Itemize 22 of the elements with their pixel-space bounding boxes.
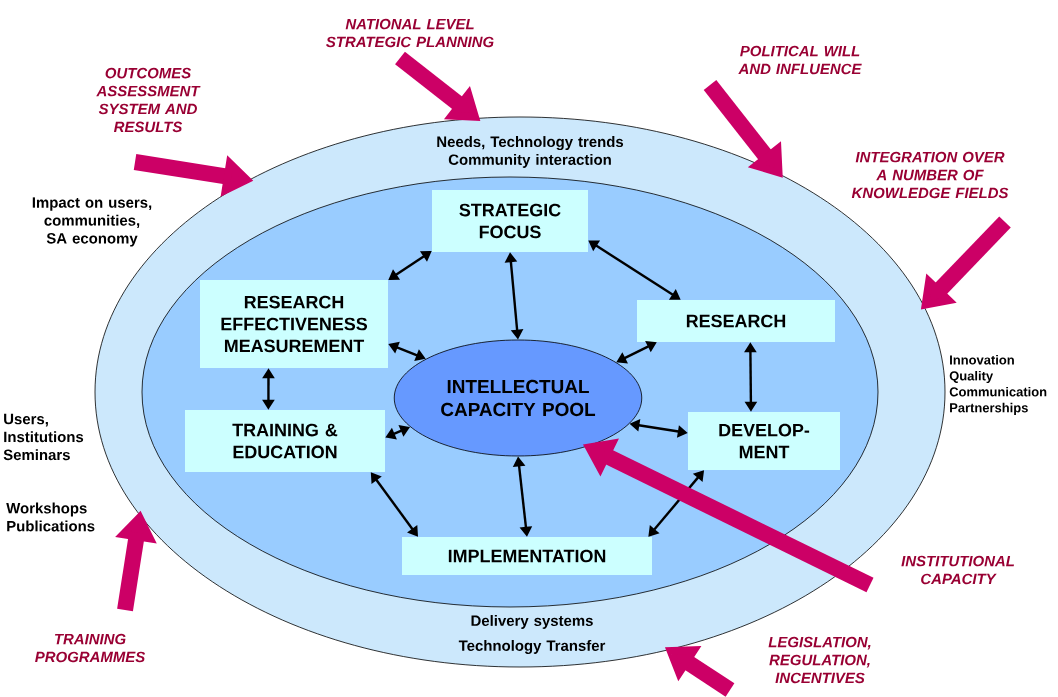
annotation-text: Delivery systems [471,615,593,629]
process-box: DEVELOP- MENT [688,412,840,470]
influence-label: LEGISLATION, REGULATION, INCENTIVES [768,636,871,684]
annotation-text: Technology Transfer [458,640,606,654]
influence-label: INSTITUTIONAL CAPACITY [901,555,1014,585]
influence-label: OUTCOMES ASSESSMENT SYSTEM AND RESULTS [96,67,201,133]
influence-label: INTEGRATION OVER A NUMBER OF KNOWLEDGE FIELDS [851,151,1009,199]
double-arrow [388,251,432,280]
annotation-text: Impact on users, communities, SA economy [32,197,152,247]
influence-label: POLITICAL WILL AND INFLUENCE [738,45,862,75]
annotation-text: Users, Institutions Seminars [3,413,84,461]
process-box: RESEARCH EFFECTIVENESS MEASUREMENT [200,280,388,368]
process-box: STRATEGIC FOCUS [432,190,588,252]
double-arrow [370,472,418,537]
annotation-text: Needs, Technology trends Community interaction [437,136,624,168]
process-box: TRAINING & EDUCATION [185,410,385,472]
annotation-text: Workshops Publications [6,502,95,532]
influence-label: TRAINING PROGRAMMES [35,633,146,663]
annotation-text: Innovation Quality Communication Partnerships [949,355,1047,415]
influence-label: NATIONAL LEVEL STRATEGIC PLANNING [326,18,494,48]
process-box: IMPLEMENTATION [402,537,652,575]
process-box: RESEARCH [637,300,835,342]
